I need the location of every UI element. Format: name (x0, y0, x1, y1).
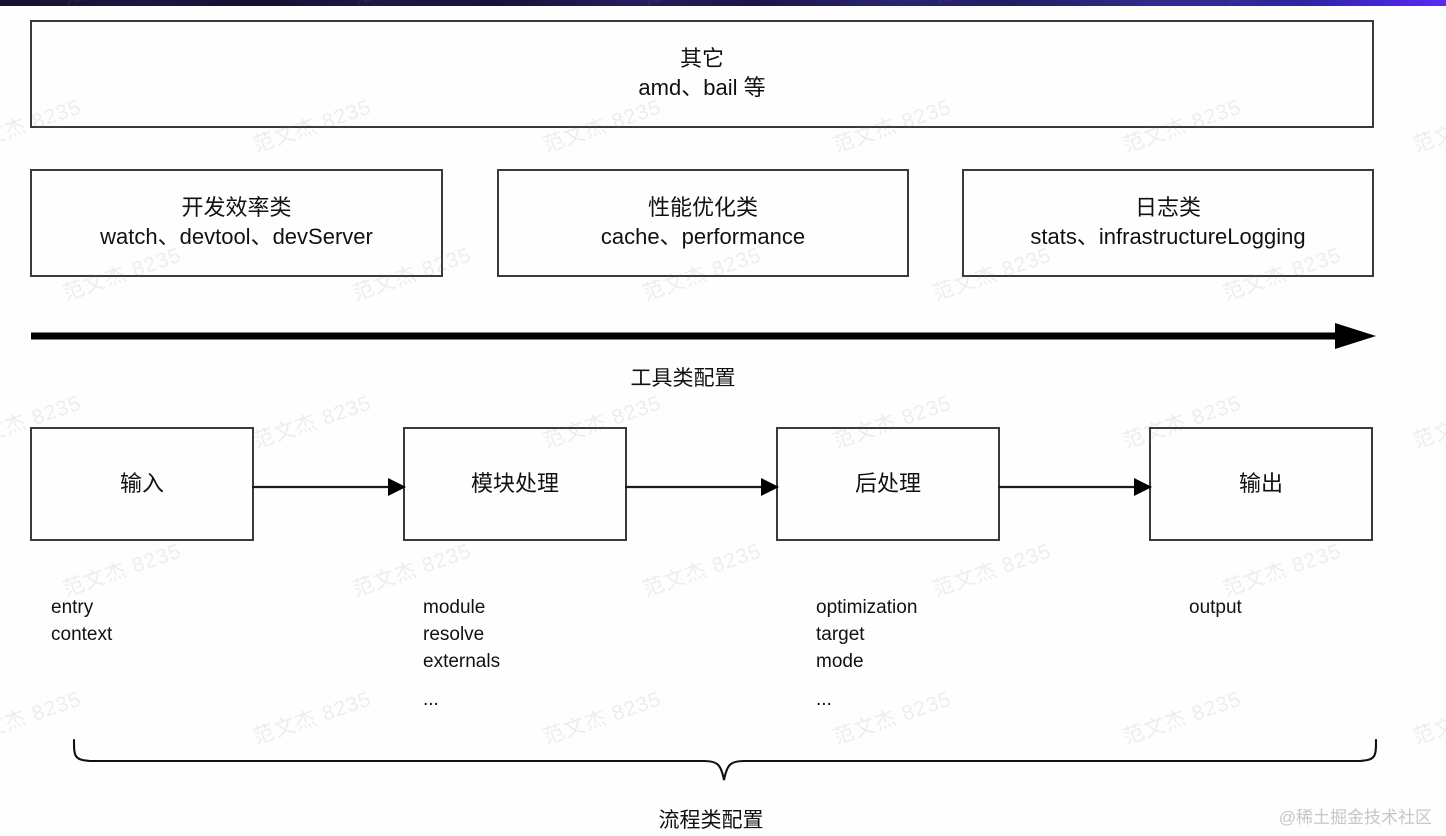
flow-box-output: 输出 (1149, 427, 1373, 541)
category-box-logging-items: stats、infrastructureLogging (1030, 224, 1306, 249)
flow-box-module-processing-label: 模块处理 (470, 470, 559, 496)
flow-box-output-label: 输出 (1238, 470, 1283, 496)
option-item: context (51, 624, 113, 645)
diagram-canvas: 其它 amd、bail 等 开发效率类 watch、devtool、devSer… (0, 6, 1446, 836)
category-box-other: 其它 amd、bail 等 (30, 20, 1374, 128)
category-box-dev-efficiency: 开发效率类 watch、devtool、devServer (30, 169, 443, 277)
option-item: entry (51, 597, 94, 618)
option-item: externals (423, 651, 501, 672)
site-watermark: @稀土掘金技术社区 (1278, 808, 1432, 827)
flow-connector-arrow-icon-2 (625, 472, 780, 502)
flow-config-brace-icon (68, 734, 1382, 786)
option-list-post-processing: optimization target mode ... (816, 594, 917, 713)
category-box-performance-items: cache、performance (600, 224, 806, 249)
option-item: target (816, 624, 865, 645)
option-item: optimization (816, 597, 918, 618)
option-item: resolve (423, 624, 485, 645)
category-box-other-items: amd、bail 等 (638, 75, 766, 100)
tool-config-arrow-caption: 工具类配置 (630, 367, 736, 390)
option-list-output: output (1189, 594, 1242, 621)
flow-box-post-processing-label: 后处理 (854, 470, 921, 496)
option-list-module-processing: module resolve externals ... (423, 594, 500, 713)
category-box-performance-title: 性能优化类 (647, 195, 758, 221)
browser-chrome-strip (0, 0, 1446, 6)
tool-config-arrow-icon (28, 318, 1378, 354)
flow-config-brace-caption: 流程类配置 (0, 804, 1446, 834)
option-list-ellipsis: ... (423, 689, 439, 710)
flow-box-post-processing: 后处理 (776, 427, 1000, 541)
flow-connector-arrow-icon-3 (998, 472, 1153, 502)
flow-box-input: 输入 (30, 427, 254, 541)
category-box-logging: 日志类 stats、infrastructureLogging (962, 169, 1374, 277)
option-list-input: entry context (51, 594, 112, 648)
category-box-performance: 性能优化类 cache、performance (497, 169, 909, 277)
category-box-other-title: 其它 (679, 46, 724, 72)
flow-box-module-processing: 模块处理 (403, 427, 627, 541)
flow-connector-arrow-icon-1 (252, 472, 407, 502)
flow-config-brace-caption-text: 流程类配置 (658, 809, 764, 832)
flow-box-input-label: 输入 (119, 470, 164, 496)
option-item: mode (816, 651, 864, 672)
option-item: module (423, 597, 486, 618)
category-box-dev-efficiency-title: 开发效率类 (181, 195, 292, 221)
category-box-logging-title: 日志类 (1134, 195, 1201, 221)
option-list-ellipsis: ... (816, 689, 832, 710)
option-item: output (1189, 597, 1242, 618)
category-box-dev-efficiency-items: watch、devtool、devServer (100, 224, 373, 249)
